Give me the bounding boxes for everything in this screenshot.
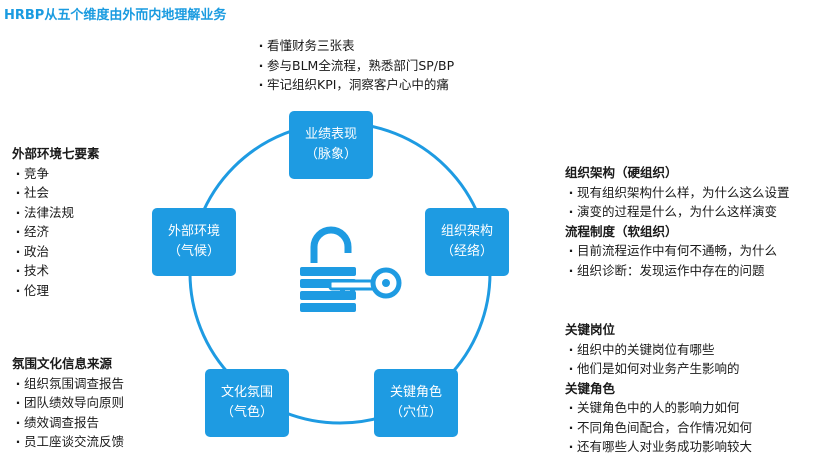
list-item: 技术 <box>12 261 100 281</box>
list-item: 组织中的关键岗位有哪些 <box>565 340 752 360</box>
node-label: 组织架构 <box>440 224 493 239</box>
top-info-block: 看懂财务三张表 参与BLM全流程，熟悉部门SP/BP 牢记组织KPI，洞察客户心… <box>255 36 454 95</box>
list-item: 组织诊断：发现运作中存在的问题 <box>565 261 790 281</box>
list-item: 法律法规 <box>12 203 100 223</box>
list-item: 组织氛围调查报告 <box>12 374 124 394</box>
list-item: 员工座谈交流反馈 <box>12 432 124 452</box>
node-sublabel: （穴位） <box>389 405 442 420</box>
node-sublabel: （脉象） <box>304 147 357 162</box>
organization-block: 组织架构（硬组织） 现有组织架构什么样，为什么这么设置 演变的过程是什么，为什么… <box>565 163 790 280</box>
culture-sources-block: 氛围文化信息来源 组织氛围调查报告 团队绩效导向原则 绩效调查报告 员工座谈交流… <box>12 354 124 452</box>
list-item: 目前流程运作中有何不通畅，为什么 <box>565 241 790 261</box>
block-heading: 关键岗位 <box>565 322 616 337</box>
block-heading: 关键角色 <box>565 380 616 396</box>
node-sublabel: （气候） <box>167 244 220 259</box>
node-key-roles: 关键角色 （穴位） <box>374 369 458 437</box>
node-label: 业绩表现 <box>304 127 357 142</box>
node-label: 关键角色 <box>389 385 442 400</box>
list-item: 不同角色间配合，合作情况如何 <box>565 418 752 438</box>
list-item: 伦理 <box>12 281 100 301</box>
node-external-environment: 外部环境 （气候） <box>152 208 236 276</box>
list-item: 还有哪些人对业务成功影响较大 <box>565 437 752 457</box>
unlocked-padlock-with-key-icon <box>300 226 402 312</box>
list-item: 参与BLM全流程，熟悉部门SP/BP <box>255 56 454 76</box>
list-item: 关键角色中的人的影响力如何 <box>565 398 752 418</box>
page-title: HRBP从五个维度由外而内地理解业务 <box>4 8 227 23</box>
node-culture: 文化氛围 （气色） <box>205 369 289 437</box>
list-item: 团队绩效导向原则 <box>12 393 124 413</box>
node-organization: 组织架构 （经络） <box>425 208 509 276</box>
node-label: 外部环境 <box>167 224 220 239</box>
key-roles-block: 关键岗位 组织中的关键岗位有哪些 他们是如何对业务产生影响的 关键角色 关键角色… <box>565 320 752 457</box>
external-factors-block: 外部环境七要素 竞争 社会 法律法规 经济 政治 技术 伦理 <box>12 144 100 300</box>
block-heading: 组织架构（硬组织） <box>565 165 678 180</box>
list-item: 政治 <box>12 242 100 262</box>
node-performance: 业绩表现 （脉象） <box>289 111 373 179</box>
list-item: 现有组织架构什么样，为什么这么设置 <box>565 183 790 203</box>
list-item: 牢记组织KPI，洞察客户心中的痛 <box>255 75 454 95</box>
block-heading: 氛围文化信息来源 <box>12 356 113 371</box>
node-sublabel: （气色） <box>220 405 273 420</box>
list-item: 竞争 <box>12 164 100 184</box>
list-item: 他们是如何对业务产生影响的 <box>565 359 752 379</box>
node-label: 文化氛围 <box>220 385 273 400</box>
list-item: 演变的过程是什么，为什么这样演变 <box>565 202 790 222</box>
list-item: 社会 <box>12 183 100 203</box>
block-heading: 外部环境七要素 <box>12 146 100 161</box>
node-sublabel: （经络） <box>440 244 493 259</box>
list-item: 绩效调查报告 <box>12 413 124 433</box>
list-item: 看懂财务三张表 <box>255 36 454 56</box>
list-item: 经济 <box>12 222 100 242</box>
block-heading: 流程制度（软组织） <box>565 223 678 239</box>
